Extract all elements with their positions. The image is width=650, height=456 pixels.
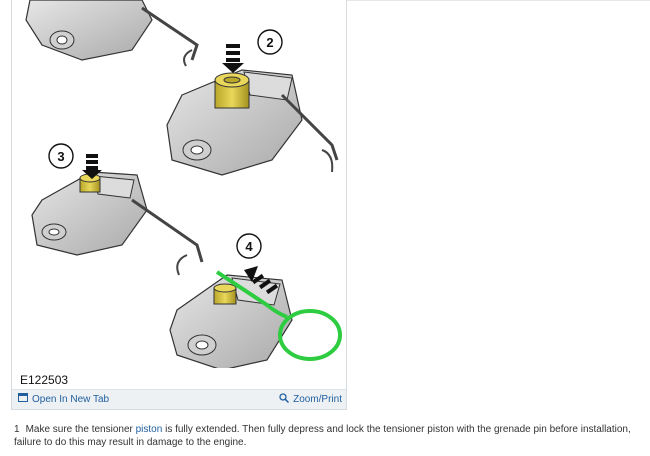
step-number: 1 [14,424,20,435]
figure-card: 2 3 [11,0,347,410]
callout-2: 2 [257,29,283,55]
zoom-print-label: Zoom/Print [293,394,342,405]
instruction-text-end: is fully extended. Then fully depress an… [14,424,631,448]
open-in-new-tab-link[interactable]: Open In New Tab [18,393,109,405]
svg-text:4: 4 [245,239,253,254]
zoom-print-link[interactable]: Zoom/Print [279,393,342,406]
svg-text:2: 2 [266,35,273,50]
tensioner-4 [169,270,342,368]
open-tab-icon [18,393,28,405]
tensioner-3 [31,171,204,276]
svg-text:3: 3 [57,149,64,164]
tensioner-1 [25,0,199,67]
instruction-step: 1 Make sure the tensioner piston is fully… [14,423,644,449]
instruction-text-start: Make sure the tensioner [25,424,136,435]
magnifier-icon [279,393,290,406]
piston-link[interactable]: piston [135,424,163,435]
arrow-3 [82,154,102,179]
tensioner-2 [166,69,339,176]
top-divider [347,0,650,1]
callout-4: 4 [236,233,262,259]
tensioner-illustration[interactable]: 2 3 [12,0,346,368]
figure-footer: Open In New Tab Zoom/Print [12,389,346,409]
arrow-4 [244,266,279,295]
arrow-2 [222,44,244,73]
open-in-new-tab-label: Open In New Tab [32,393,110,405]
callout-3: 3 [48,143,74,169]
figure-id: E122503 [20,373,69,387]
